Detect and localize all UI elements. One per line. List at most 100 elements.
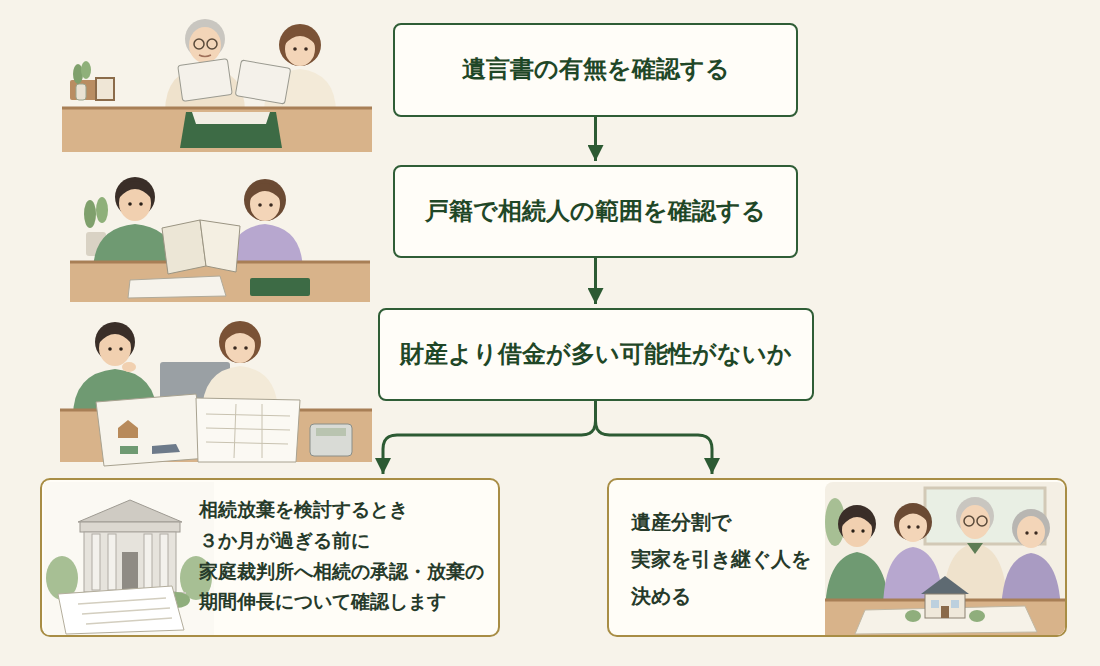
will-check-scene [235, 60, 290, 104]
step-label: 財産より借金が多い可能性がないか [400, 339, 792, 370]
document-sheet [78, 598, 172, 624]
family-meeting [951, 600, 959, 608]
family-register-scene [139, 202, 143, 206]
family-meeting [925, 594, 965, 618]
process-box: 遺言書の有無を確認する [393, 23, 798, 117]
asset-check-scene [233, 346, 237, 350]
family-register-scene [258, 203, 262, 207]
family-meeting [825, 482, 1065, 636]
will-check-scene [96, 78, 114, 100]
asset-check-scene [119, 347, 123, 351]
asset-check-scene [122, 362, 136, 372]
will-check-scene [62, 107, 372, 110]
will-check-scene [284, 28, 316, 45]
note-box: 相続放棄を検討するとき ３か月が過ぎる前に 家庭裁判所へ相続の承認・放棄の 期間… [40, 478, 500, 637]
family-meeting [1017, 516, 1045, 548]
family-meeting [907, 525, 910, 528]
will-check-scene [189, 27, 221, 63]
family-meeting [967, 543, 983, 554]
family-register-scene [70, 177, 370, 302]
note-text: 相続放棄を検討するとき ３か月が過ぎる前に 家庭裁判所へ相続の承認・放棄の 期間… [199, 494, 495, 617]
family-register-scene [249, 183, 281, 200]
family-meeting [969, 610, 985, 622]
court-building [144, 534, 152, 590]
court-building [108, 534, 116, 590]
family-meeting [921, 576, 969, 594]
will-check-scene [180, 112, 282, 148]
will-check-scene [76, 84, 86, 100]
family-register-scene [250, 278, 310, 296]
family-register-scene [128, 276, 226, 298]
family-meeting [894, 503, 932, 541]
asset-check-scene [118, 420, 138, 438]
family-illustrations [0, 0, 390, 470]
step-label: 遺言書の有無を確認する [462, 54, 730, 85]
court-building [92, 534, 100, 590]
family-register-scene [84, 200, 96, 228]
family-meeting [1012, 509, 1050, 547]
asset-check-scene [120, 446, 138, 454]
will-check-scene [62, 108, 372, 152]
family-meeting [1034, 531, 1037, 534]
asset-check-scene [152, 444, 180, 454]
flow-arrow [596, 401, 713, 474]
asset-check-scene [60, 321, 372, 466]
family-register-scene [269, 203, 273, 207]
family-register-scene [93, 177, 177, 272]
court-building [122, 552, 138, 592]
court-building [80, 522, 180, 532]
family-meeting [898, 506, 928, 522]
family-meeting [941, 606, 949, 618]
document-sheet [58, 586, 184, 634]
asset-check-scene [99, 326, 131, 343]
family-register-scene [244, 179, 286, 221]
flow-arrow [594, 117, 597, 161]
court-building [44, 482, 214, 636]
family-meeting-illustration [825, 482, 1065, 636]
family-register-scene [128, 202, 132, 206]
will-check-scene [207, 39, 217, 49]
asset-check-scene [206, 404, 290, 458]
asset-check-scene [196, 398, 300, 462]
process-box: 戸籍で相続人の範囲を確認する [393, 165, 798, 258]
family-register-scene [162, 220, 206, 274]
will-check-scene [304, 47, 308, 51]
flow-arrow [383, 401, 596, 474]
family-meeting [825, 482, 1065, 636]
will-check-scene [194, 39, 204, 49]
flow-arrow [594, 258, 597, 304]
court-building [160, 534, 168, 590]
asset-check-scene [96, 394, 208, 466]
will-check-scene [178, 59, 233, 102]
family-meeting [855, 606, 1037, 634]
asset-check-scene [310, 424, 352, 456]
note-box: 遺産分割で 実家を引き継ぐ人を 決める [607, 478, 1067, 637]
will-check-scene [199, 55, 211, 57]
will-check-scene [81, 61, 91, 79]
family-meeting [905, 610, 921, 622]
document-sheet [58, 586, 184, 634]
family-meeting [861, 529, 864, 532]
family-meeting [842, 509, 872, 526]
family-meeting [851, 529, 854, 532]
family-meeting [960, 505, 990, 539]
family-meeting [1025, 531, 1028, 534]
family-meeting [916, 525, 919, 528]
will-check-scene [62, 19, 372, 152]
court-building [78, 500, 182, 522]
note-text: 遺産分割で 実家を引き継ぐ人を 決める [631, 504, 821, 615]
family-meeting [977, 516, 987, 526]
asset-check-scene [224, 325, 256, 342]
family-register-scene [200, 220, 240, 272]
will-check-scene [279, 24, 321, 66]
will-check-scene [192, 112, 270, 124]
will-check-scene [165, 19, 245, 112]
court-building [84, 532, 176, 592]
asset-check-scene [108, 347, 112, 351]
asset-check-scene [316, 428, 346, 436]
process-box: 財産より借金が多い可能性がないか [378, 308, 814, 401]
family-meeting [964, 516, 974, 526]
family-register-scene [119, 181, 151, 198]
asset-check-scene [219, 321, 261, 363]
